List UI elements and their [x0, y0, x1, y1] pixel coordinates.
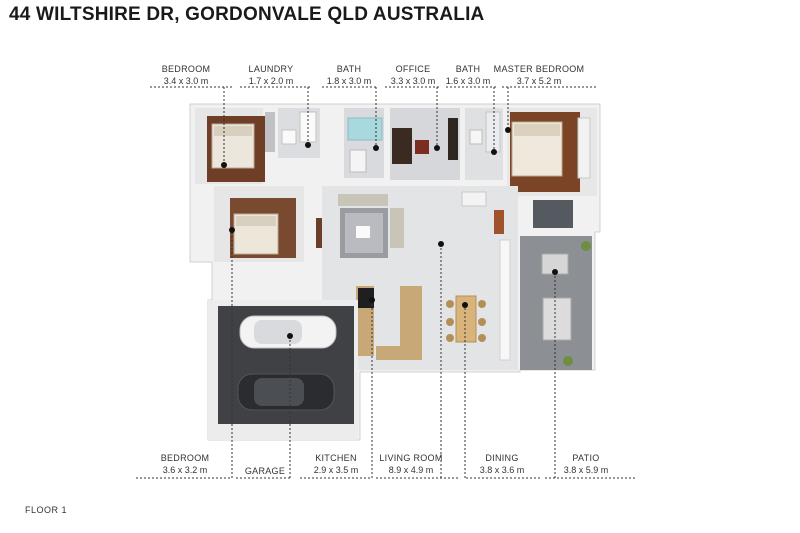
label-kitchen: KITCHEN 2.9 x 3.5 m [314, 452, 359, 476]
room-name: GARAGE [244, 466, 286, 476]
label-bath-1: BATH 1.8 x 3.0 m [327, 63, 372, 87]
marker-laundry [305, 142, 311, 148]
bath-room-2 [465, 108, 503, 180]
label-bedroom-lower: BEDROOM 3.6 x 3.2 m [161, 452, 210, 476]
marker-dining [462, 302, 468, 308]
bath-room-1 [344, 108, 384, 178]
room-dims: 3.3 x 3.0 m [390, 76, 436, 86]
bedroom-lower-left [214, 186, 324, 262]
room-dims: 1.6 x 3.0 m [445, 76, 491, 86]
room-dims: 8.9 x 4.9 m [388, 465, 434, 475]
marker-master [505, 127, 511, 133]
dining-area [446, 295, 486, 343]
room-dims: 3.6 x 3.2 m [162, 465, 208, 475]
label-master-bedroom: MASTER BEDROOM 3.7 x 5.2 m [494, 63, 585, 87]
room-dims: 1.8 x 3.0 m [326, 76, 372, 86]
patio-area [520, 236, 592, 370]
room-name: BATH [455, 64, 481, 74]
label-garage: GARAGE [245, 465, 285, 477]
label-patio: PATIO 3.8 x 5.9 m [564, 452, 609, 476]
room-name: BEDROOM [161, 64, 211, 74]
marker-garage [287, 333, 293, 339]
label-office: OFFICE 3.3 x 3.0 m [391, 63, 436, 87]
leader-lines [136, 86, 636, 479]
room-name: BATH [336, 64, 362, 74]
marker-kitchen [369, 297, 375, 303]
room-name: OFFICE [395, 64, 431, 74]
bedroom-top-left [195, 108, 275, 184]
marker-living [438, 241, 444, 247]
marker-office [434, 145, 440, 151]
room-name: LAUNDRY [248, 64, 294, 74]
floor-label: FLOOR 1 [25, 505, 68, 515]
marker-bath-1 [373, 145, 379, 151]
master-bedroom [507, 108, 597, 228]
room-dims: 3.7 x 5.2 m [516, 76, 562, 86]
room-dims: 3.8 x 3.6 m [479, 465, 525, 475]
label-bedroom-top: BEDROOM 3.4 x 3.0 m [162, 63, 211, 87]
marker-patio [552, 269, 558, 275]
marker-bedroom-lower [229, 227, 235, 233]
room-name: DINING [485, 453, 519, 463]
room-dims: 2.9 x 3.5 m [313, 465, 359, 475]
kitchen-area [356, 286, 422, 360]
office-room [390, 108, 460, 180]
room-name: BEDROOM [160, 453, 210, 463]
room-dims: 1.7 x 2.0 m [248, 76, 294, 86]
label-dining: DINING 3.8 x 3.6 m [480, 452, 525, 476]
room-markers [221, 127, 558, 339]
marker-bedroom-top [221, 162, 227, 168]
page-title: 44 WILTSHIRE DR, GORDONVALE QLD AUSTRALI… [9, 4, 485, 25]
room-name: MASTER BEDROOM [493, 64, 585, 74]
room-dims: 3.4 x 3.0 m [163, 76, 209, 86]
label-laundry: LAUNDRY 1.7 x 2.0 m [249, 63, 294, 87]
label-bath-2: BATH 1.6 x 3.0 m [446, 63, 491, 87]
room-name: KITCHEN [315, 453, 357, 463]
room-name: LIVING ROOM [379, 453, 443, 463]
laundry-room [278, 108, 320, 158]
room-dims: 3.8 x 5.9 m [563, 465, 609, 475]
garage-area [208, 300, 358, 440]
label-living-room: LIVING ROOM 8.9 x 4.9 m [379, 452, 442, 476]
room-name: PATIO [572, 453, 600, 463]
marker-bath-2 [491, 149, 497, 155]
